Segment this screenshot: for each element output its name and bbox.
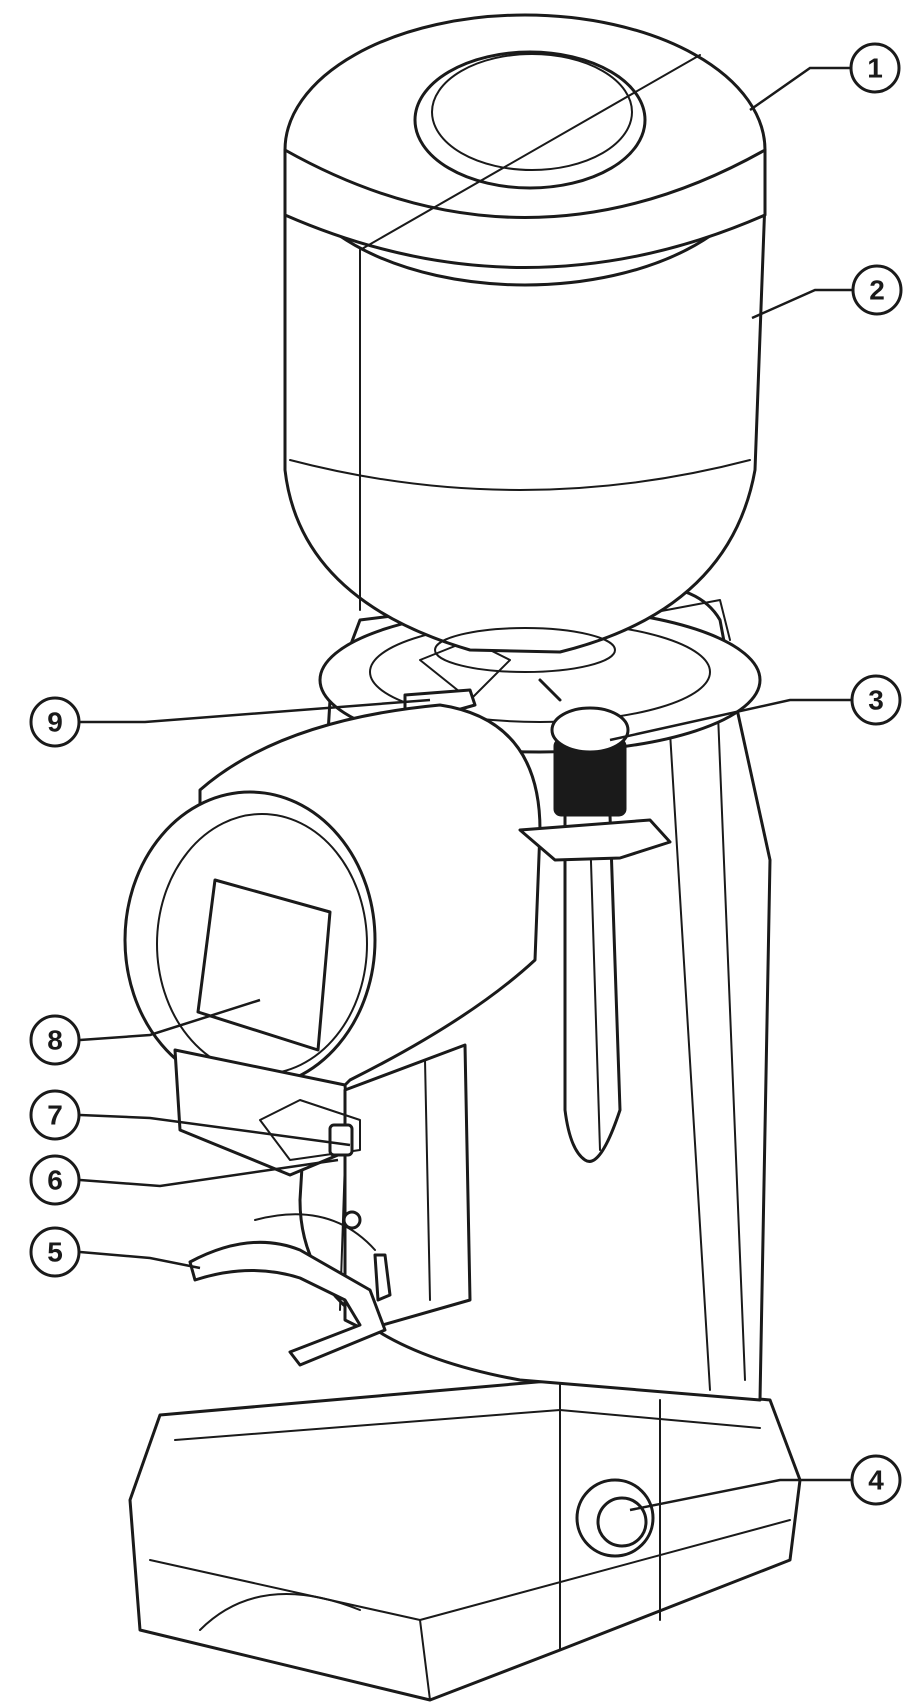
callout-2: 2 <box>851 264 903 316</box>
callout-5-leader <box>79 1250 201 1270</box>
touch-display <box>196 878 332 1052</box>
callout-3: 3 <box>850 674 902 726</box>
callout-8-leader <box>79 998 261 1042</box>
callout-3-leader <box>609 698 855 742</box>
grinder-base <box>128 1378 802 1702</box>
activation-switch <box>328 1123 362 1230</box>
callout-9: 9 <box>29 696 81 748</box>
callout-1: 1 <box>849 42 901 94</box>
callout-9-label: 9 <box>47 707 63 738</box>
callout-9-leader <box>80 698 431 724</box>
callout-5-label: 5 <box>47 1237 63 1268</box>
callout-6: 6 <box>29 1154 81 1206</box>
callout-7: 7 <box>29 1089 81 1141</box>
callout-5: 5 <box>29 1226 81 1278</box>
callout-8: 8 <box>29 1014 81 1066</box>
callout-4-label: 4 <box>868 1465 884 1496</box>
callout-1-leader <box>749 66 855 112</box>
grind-adjustment-knob <box>518 678 672 1163</box>
callout-4-leader <box>629 1478 855 1512</box>
bean-hopper <box>283 198 767 673</box>
callout-8-label: 8 <box>47 1025 63 1056</box>
callout-4: 4 <box>850 1454 902 1506</box>
callout-6-label: 6 <box>47 1165 63 1196</box>
callout-1-label: 1 <box>867 53 883 84</box>
callout-3-label: 3 <box>868 685 884 716</box>
callout-6-leader <box>79 1158 339 1188</box>
callout-2-label: 2 <box>869 275 885 306</box>
callout-7-label: 7 <box>47 1100 63 1131</box>
callout-2-leader <box>751 288 857 320</box>
hopper-lid <box>283 13 767 287</box>
portafilter-fork <box>188 1240 392 1367</box>
callouts: 1 2 3 4 5 6 7 8 <box>29 42 903 1512</box>
power-knob <box>575 1478 655 1558</box>
callout-7-leader <box>79 1113 351 1147</box>
